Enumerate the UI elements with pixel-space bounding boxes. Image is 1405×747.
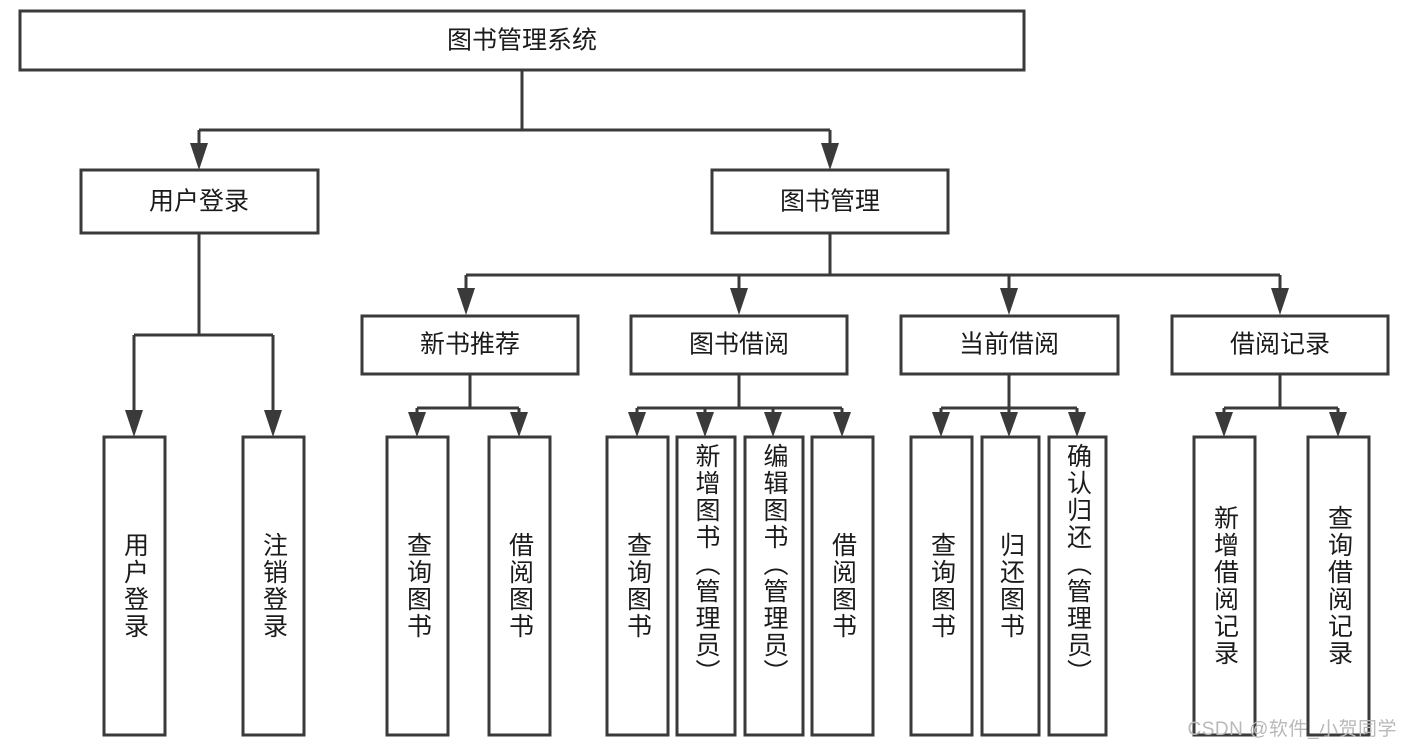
arrow-cb-leaf2	[1000, 412, 1018, 437]
connector-group-root	[190, 70, 839, 170]
leaf-box-return-book[interactable]	[980, 435, 1041, 737]
node-root-box[interactable]	[18, 9, 1026, 72]
leaf-box-query-record[interactable]	[1306, 435, 1371, 737]
leaf-box-add-record[interactable]	[1192, 435, 1257, 737]
leaf-box-edit-book[interactable]	[743, 435, 805, 737]
leaf-box-add-book[interactable]	[675, 435, 737, 737]
node-book-borrow-label: 图书借阅	[689, 331, 789, 359]
connector-group-user-login	[125, 233, 282, 437]
node-current-borrow-label: 当前借阅	[959, 331, 1059, 359]
node-new-book-rec[interactable]: 新书推荐	[360, 314, 580, 376]
node-new-book-rec-box[interactable]	[360, 314, 580, 376]
arrow-br-leaf1	[1215, 412, 1233, 437]
leaf-boxes-book-borrow	[605, 435, 875, 737]
leaf-box-user-login[interactable]	[102, 435, 167, 737]
arrow-bb-leaf1	[628, 412, 646, 437]
node-borrow-record[interactable]: 借阅记录	[1170, 314, 1390, 376]
leaf-box-borrow-book-2[interactable]	[810, 435, 875, 737]
node-book-manage[interactable]: 图书管理	[710, 168, 950, 235]
watermark-text: CSDN @软件_小贺同学	[1187, 719, 1397, 740]
leaf-boxes-new-book-rec	[385, 435, 552, 737]
node-book-borrow-box[interactable]	[629, 314, 849, 376]
leaf-boxes-user-login	[102, 435, 306, 737]
connector-group-new-book-rec	[408, 374, 528, 437]
connector-group-borrow-record	[1215, 374, 1347, 437]
arrow-br-leaf2	[1329, 412, 1347, 437]
arrow-root-to-book-manage	[821, 143, 839, 170]
arrow-nbr-leaf2	[510, 412, 528, 437]
connector-group-book-borrow	[628, 374, 851, 437]
node-root[interactable]: 图书管理系统	[18, 9, 1026, 72]
node-book-manage-label: 图书管理	[780, 188, 880, 216]
leaf-box-borrow-book-1[interactable]	[487, 435, 552, 737]
arrow-bb-leaf2	[696, 412, 714, 437]
leaf-box-confirm-return[interactable]	[1047, 435, 1108, 737]
node-book-borrow[interactable]: 图书借阅	[629, 314, 849, 376]
connector-group-book-manage	[457, 233, 1289, 315]
connector-group-current-borrow	[932, 374, 1086, 437]
leaf-box-logout[interactable]	[241, 435, 306, 737]
node-borrow-record-label: 借阅记录	[1230, 331, 1330, 359]
arrow-bm-to-book-borrow	[730, 288, 748, 315]
node-user-login-box[interactable]	[79, 168, 320, 235]
node-user-login-label: 用户登录	[149, 188, 249, 216]
arrow-bm-to-new-book-rec	[457, 288, 475, 315]
leaf-box-query-book-1[interactable]	[385, 435, 450, 737]
leaf-boxes-borrow-record	[1192, 435, 1371, 737]
arrow-cb-leaf1	[932, 412, 950, 437]
arrow-nbr-leaf1	[408, 412, 426, 437]
leaf-boxes-current-borrow	[909, 435, 1108, 737]
arrow-user-login-leaf1	[125, 410, 143, 437]
leaf-box-query-book-3[interactable]	[909, 435, 974, 737]
node-current-borrow[interactable]: 当前借阅	[899, 314, 1120, 376]
node-new-book-rec-label: 新书推荐	[420, 331, 520, 359]
arrow-bb-leaf4	[833, 412, 851, 437]
node-root-label: 图书管理系统	[447, 27, 597, 55]
arrow-cb-leaf3	[1068, 412, 1086, 437]
leaf-box-query-book-2[interactable]	[605, 435, 670, 737]
node-current-borrow-box[interactable]	[899, 314, 1120, 376]
arrow-root-to-user-login	[190, 143, 208, 170]
arrow-bb-leaf3	[764, 412, 782, 437]
arrow-bm-to-current-borrow	[1000, 288, 1018, 315]
node-book-manage-box[interactable]	[710, 168, 950, 235]
node-user-login[interactable]: 用户登录	[79, 168, 320, 235]
arrow-bm-to-borrow-record	[1271, 288, 1289, 315]
arrow-user-login-leaf2	[264, 410, 282, 437]
node-borrow-record-box[interactable]	[1170, 314, 1390, 376]
